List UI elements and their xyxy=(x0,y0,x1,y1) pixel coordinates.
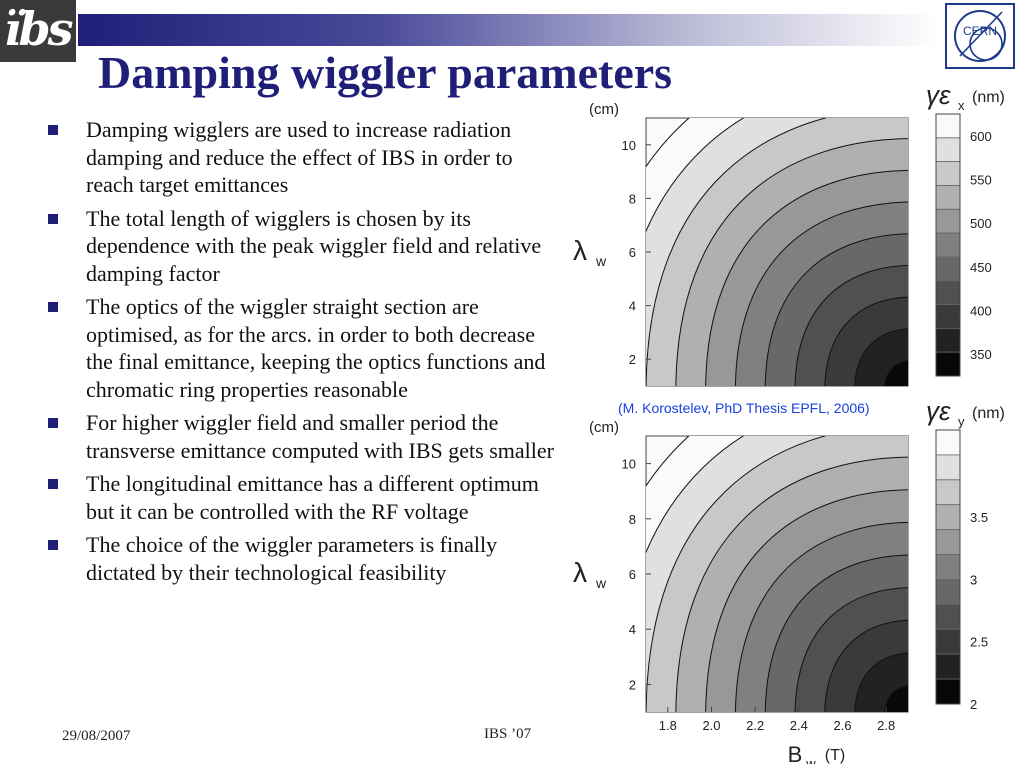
cern-logo-text: CERN xyxy=(963,24,997,38)
contour-bands xyxy=(646,118,908,386)
colorbar-swatch xyxy=(935,327,961,353)
y-tick-label: 10 xyxy=(622,457,636,472)
colorbar-swatch xyxy=(935,161,961,186)
colorbar-swatch xyxy=(935,232,961,258)
colorbar-swatch xyxy=(935,579,961,605)
colorbar-subscript: y xyxy=(958,414,965,429)
colorbar-swatch xyxy=(935,603,961,630)
bullet-text: The optics of the wiggler straight secti… xyxy=(86,294,546,402)
y-axis-subscript: w xyxy=(595,253,607,269)
y-tick-label: 6 xyxy=(629,245,636,260)
contour-bands xyxy=(646,436,908,712)
page-title: Damping wiggler parameters xyxy=(98,47,673,98)
contour-band xyxy=(884,685,908,712)
ibs-logo: ïbs xyxy=(0,0,76,62)
bullet-square-icon xyxy=(48,540,58,550)
colorbar-tick-label: 400 xyxy=(970,304,992,319)
y-tick-label: 6 xyxy=(629,567,636,582)
bullet-list: Damping wigglers are used to increase ra… xyxy=(48,116,558,592)
y-tick-label: 2 xyxy=(629,677,636,692)
bullet-item: The choice of the wiggler parameters is … xyxy=(48,531,558,586)
contour-band xyxy=(884,360,908,386)
colorbar-tick-label: 550 xyxy=(970,173,992,188)
y-tick-label: 2 xyxy=(629,352,636,367)
colorbar-swatch xyxy=(935,678,961,705)
bullet-square-icon xyxy=(48,125,58,135)
x-tick-label: 2.2 xyxy=(746,718,764,733)
colorbar-tick-label: 2 xyxy=(970,697,977,712)
colorbar-tick-label: 500 xyxy=(970,216,992,231)
bullet-item: Damping wigglers are used to increase ra… xyxy=(48,116,558,199)
bullet-text: The choice of the wiggler parameters is … xyxy=(86,532,498,585)
colorbar-symbol: γε xyxy=(926,80,951,110)
footer-date: 29/08/2007 xyxy=(62,728,131,744)
colorbar-swatch xyxy=(935,185,961,210)
colorbar-swatch xyxy=(935,304,961,329)
y-axis-symbol: λ xyxy=(573,557,587,588)
bullet-square-icon xyxy=(48,418,58,428)
bullet-item: The optics of the wiggler straight secti… xyxy=(48,293,558,403)
bullet-square-icon xyxy=(48,213,58,224)
colorbar-swatch xyxy=(935,113,961,139)
colorbar-tick-label: 600 xyxy=(970,129,992,144)
colorbar-tick-label: 350 xyxy=(970,347,992,362)
bullet-item: The longitudinal emittance has a differe… xyxy=(48,470,558,525)
colorbar-swatch xyxy=(935,137,961,163)
bullet-square-icon xyxy=(48,479,58,489)
colorbar-tick-label: 450 xyxy=(970,260,992,275)
colorbar-swatch xyxy=(935,504,961,531)
y-axis-symbol: λ xyxy=(573,235,587,266)
colorbar-frame xyxy=(935,113,961,377)
colorbar-symbol: γε xyxy=(926,396,951,426)
colorbar-swatch xyxy=(935,653,961,680)
y-axis-subscript: w xyxy=(595,575,607,591)
colorbar-swatch xyxy=(935,554,961,580)
bullet-text: The longitudinal emittance has a differe… xyxy=(86,471,539,524)
colorbar-subscript: x xyxy=(958,98,965,113)
bullet-text: For higher wiggler field and smaller per… xyxy=(86,410,554,463)
y-tick-label: 10 xyxy=(622,138,636,153)
x-tick-label: 2.0 xyxy=(702,718,720,733)
colorbar-unit: (nm) xyxy=(972,405,1005,422)
header-gradient-bar xyxy=(78,14,940,46)
x-axis-symbol: B xyxy=(788,742,803,764)
colorbar-swatch xyxy=(935,429,961,456)
y-axis-unit: (cm) xyxy=(589,101,619,118)
footer-event: IBS ’07 xyxy=(484,726,532,742)
citation-text: (M. Korostelev, PhD Thesis EPFL, 2006) xyxy=(618,400,870,416)
colorbar-tick-label: 3.5 xyxy=(970,510,988,525)
y-axis-unit: (cm) xyxy=(589,419,619,436)
y-tick-label: 8 xyxy=(629,512,636,527)
bullet-item: For higher wiggler field and smaller per… xyxy=(48,409,558,464)
colorbar-tick-label: 2.5 xyxy=(970,635,988,650)
y-tick-label: 4 xyxy=(629,299,636,314)
colorbar-frame xyxy=(935,429,961,705)
colorbar-swatch xyxy=(935,529,961,555)
bullet-text: The total length of wigglers is chosen b… xyxy=(86,205,542,286)
x-axis-subscript: w xyxy=(805,756,816,764)
bullet-item: The total length of wigglers is chosen b… xyxy=(48,205,558,288)
ibs-logo-text: ïbs xyxy=(4,2,74,56)
colorbar-swatch xyxy=(935,628,961,655)
colorbar-swatch xyxy=(935,280,961,305)
colorbar-tick-label: 3 xyxy=(970,572,977,587)
colorbar-swatch xyxy=(935,208,961,234)
colorbar-unit: (nm) xyxy=(972,89,1005,106)
x-tick-label: 2.4 xyxy=(790,718,808,733)
x-tick-label: 2.6 xyxy=(833,718,851,733)
colorbar-swatch xyxy=(935,351,961,377)
colorbar-swatch xyxy=(935,256,961,282)
colorbar-swatch xyxy=(935,454,961,481)
bullet-text: Damping wigglers are used to increase ra… xyxy=(86,117,513,197)
x-axis-unit: (T) xyxy=(825,747,845,764)
x-tick-label: 2.8 xyxy=(877,718,895,733)
y-tick-label: 4 xyxy=(629,622,636,637)
y-tick-label: 8 xyxy=(629,191,636,206)
x-tick-label: 1.8 xyxy=(659,718,677,733)
cern-logo: CERN xyxy=(945,3,1015,69)
colorbar-swatch xyxy=(935,479,961,506)
bullet-square-icon xyxy=(48,302,58,312)
